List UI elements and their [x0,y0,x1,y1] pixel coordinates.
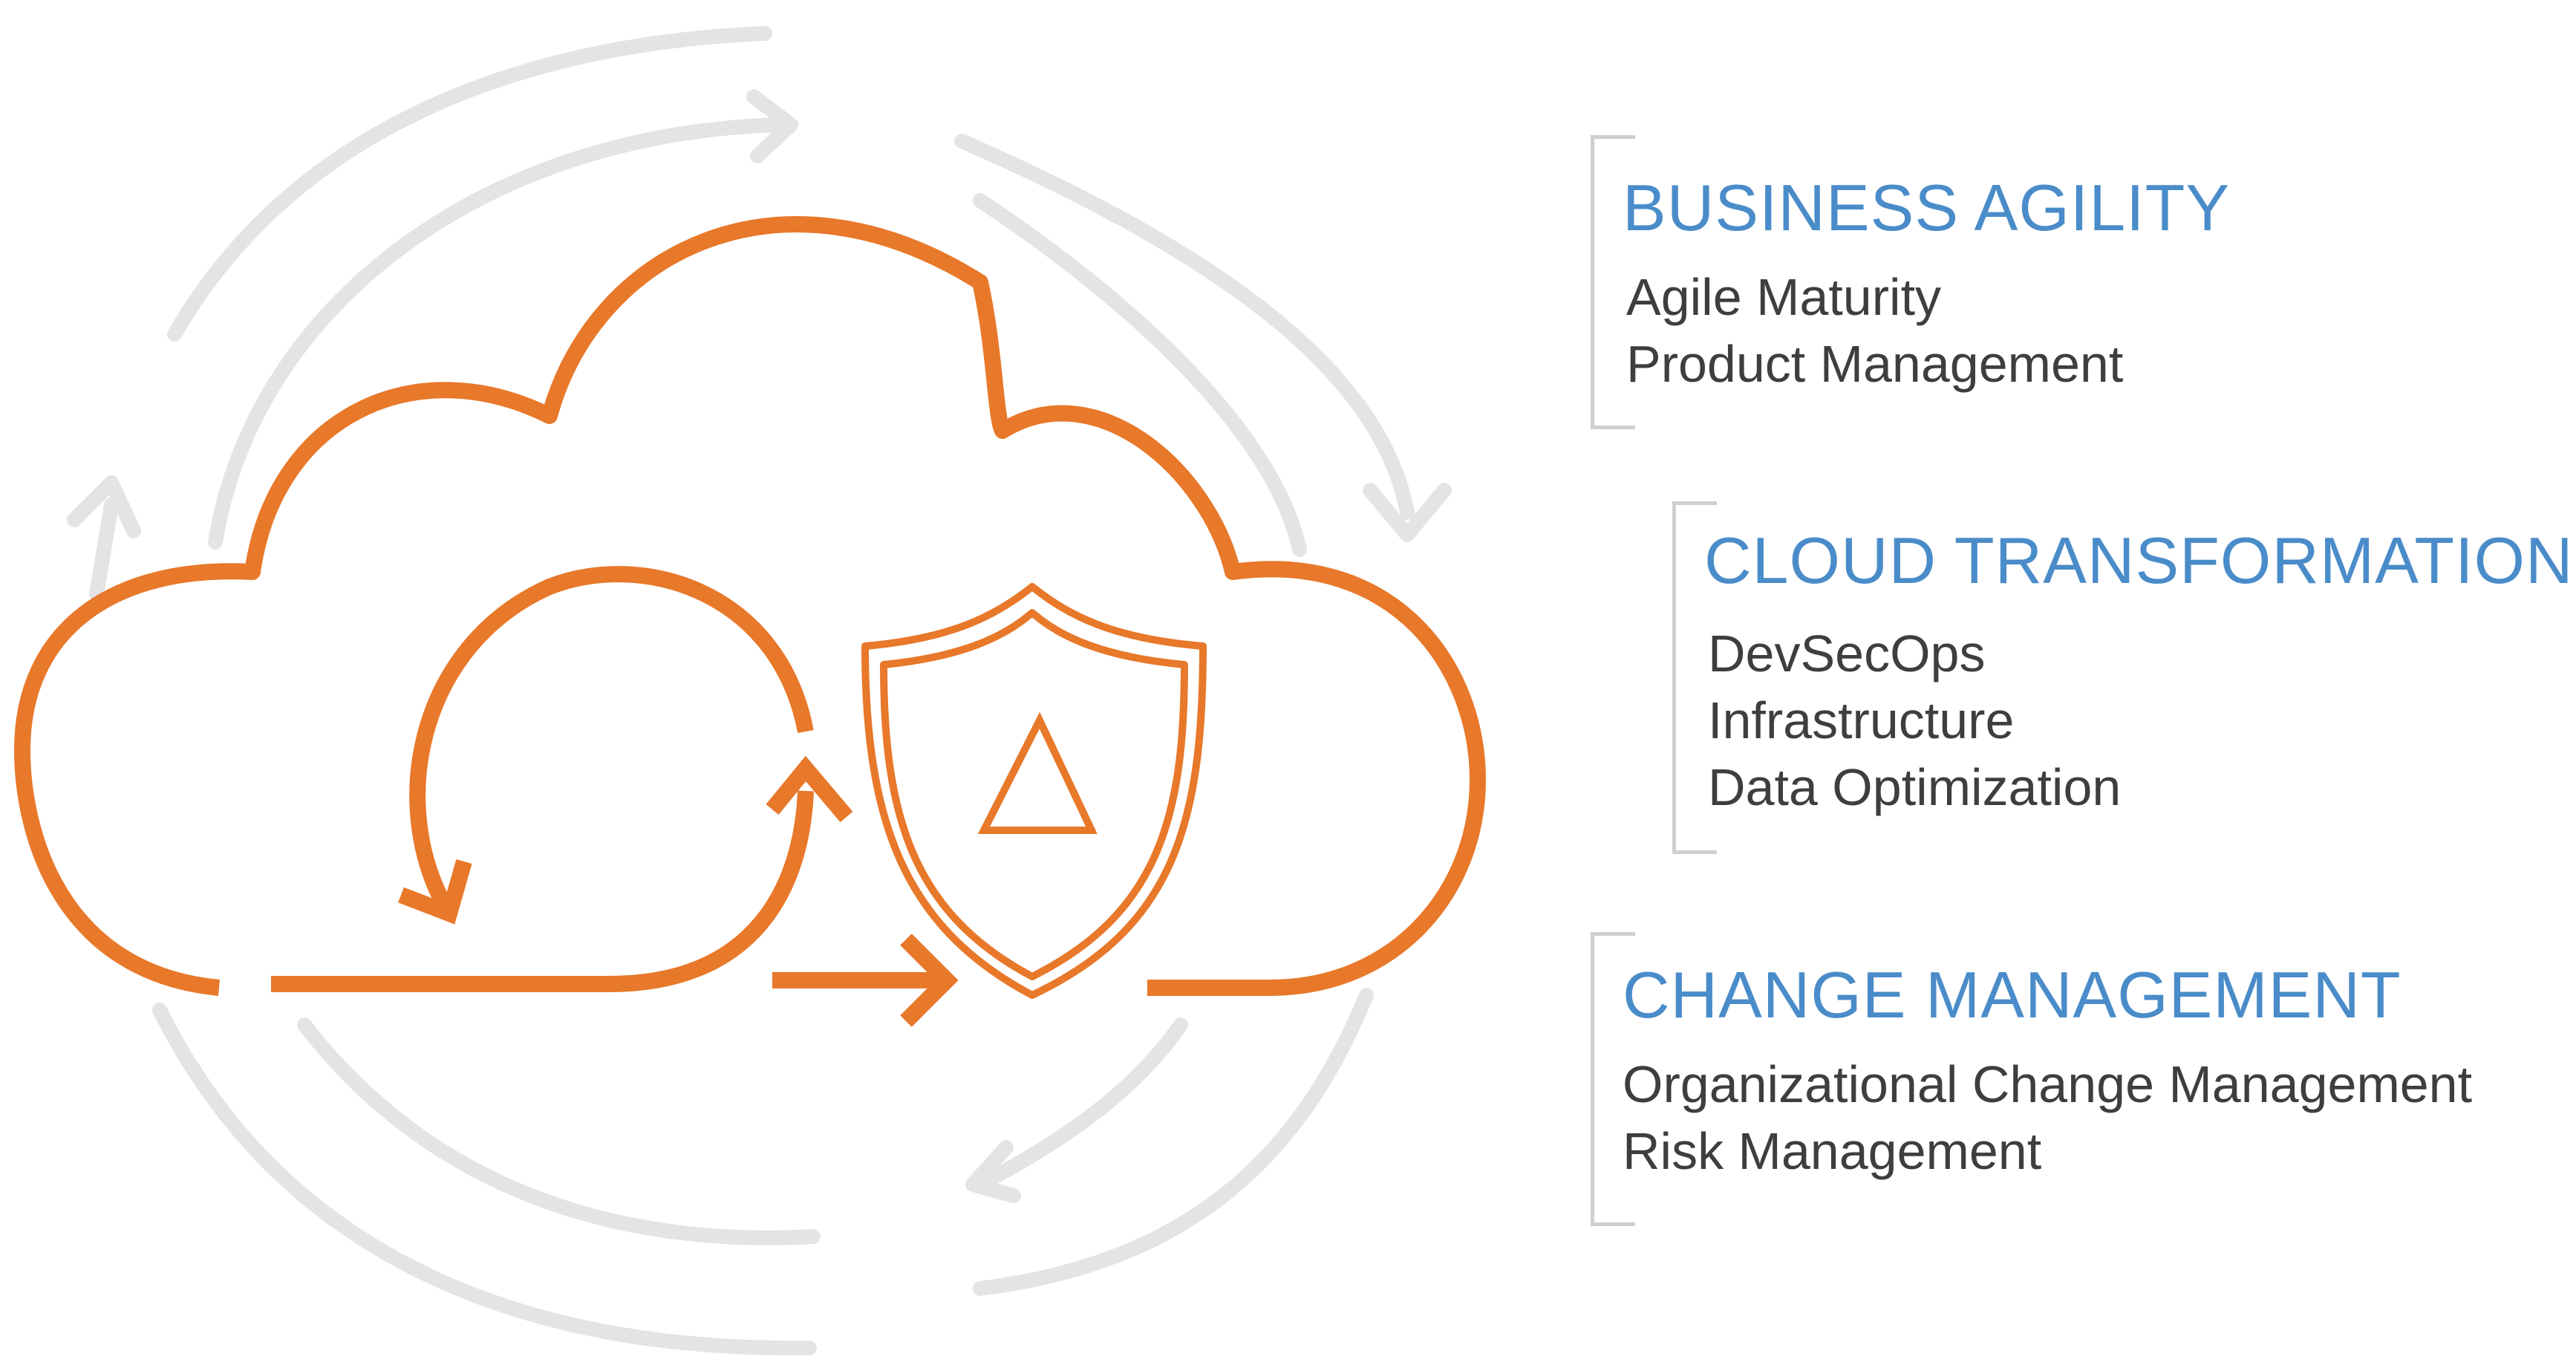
section-item: Data Optimization [1708,758,2122,816]
section-bracket [1591,932,1635,1226]
gray-arc-right-outer [954,134,1415,520]
cloud-icon [14,216,1486,996]
gray-arc-bottom-inner [297,1017,821,1245]
gray-arrowhead-left [67,475,141,538]
cycle-arrowhead-upper [766,755,853,823]
gray-arc-left [89,498,119,602]
shield-icon [861,583,1207,999]
cycle-arrowhead-lower [398,859,472,925]
gray-arc-top [167,26,772,342]
gray-arc-bottom-right-inner [980,1017,1188,1188]
section-heading: BUSINESS AGILITY [1623,171,2231,244]
cycle-arrow-path [409,566,814,918]
cloud-base-line [271,790,814,992]
cloud-outline [14,216,1486,996]
shield-inner [880,609,1188,980]
section-heading: CLOUD TRANSFORMATION [1704,524,2574,597]
section-item: DevSecOps [1708,625,1986,682]
gray-arrowhead-bottom-right [965,1140,1021,1203]
section-bracket [1591,135,1635,429]
circular-arrows-icon [67,26,1452,1356]
section-item: Product Management [1626,335,2124,393]
section-heading: CHANGE MANAGEMENT [1623,958,2401,1032]
shield-outer [861,583,1207,999]
gray-arc-right-inner [973,193,1307,557]
section-item: Agile Maturity [1626,268,1942,326]
section-item: Risk Management [1623,1122,2042,1180]
cycle-arrow-icon [398,566,853,925]
gray-arc-top-inner [208,117,787,550]
right-arrow-icon [772,934,959,1027]
gray-arc-bottom-right-outer [973,988,1374,1296]
warning-triangle-icon [977,711,1098,834]
right-arrow-head [900,934,959,1027]
triangle-outline [977,711,1098,834]
gray-arc-bottom-outer [152,1003,817,1356]
section-item: Infrastructure [1708,691,2015,749]
section-item: Organizational Change Management [1623,1055,2473,1113]
gray-arrowhead-right [1363,483,1452,542]
gray-arrowhead-top [746,89,798,163]
section-bracket [1672,501,1717,854]
